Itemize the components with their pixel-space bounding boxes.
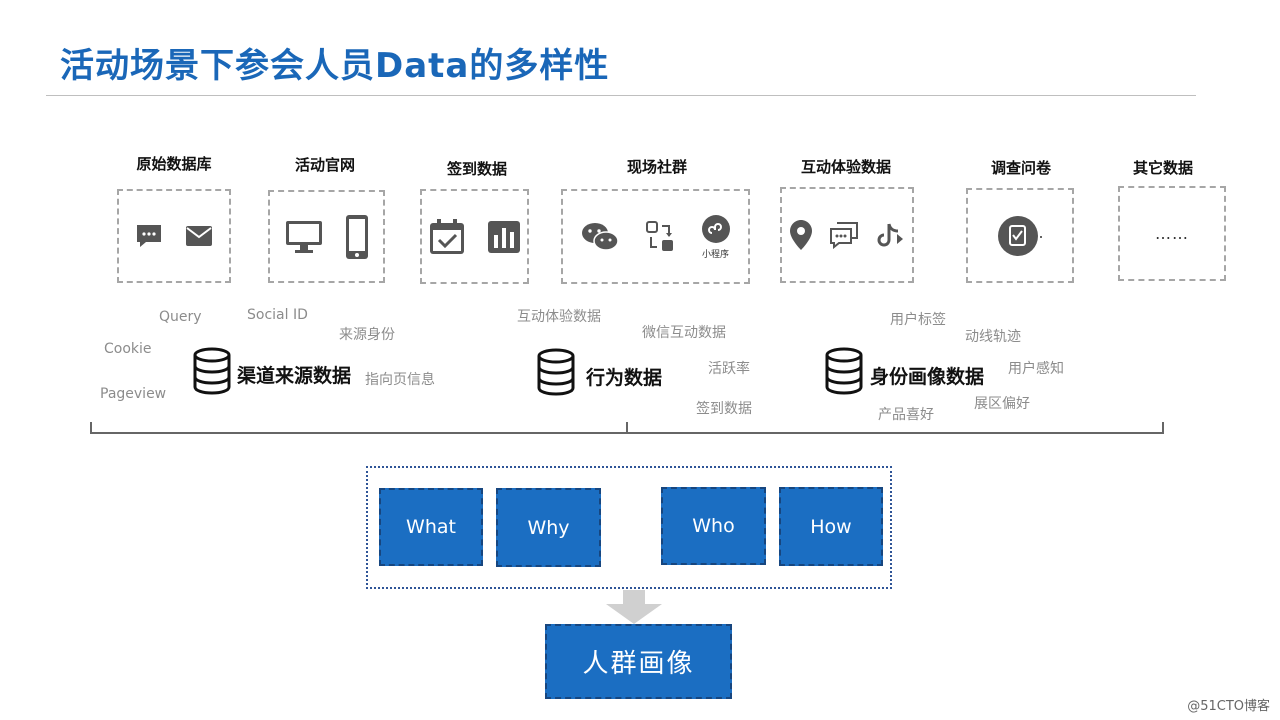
bracket-tick-middle [626,422,628,434]
keyword-user-tag: 用户标签 [890,312,946,328]
source-box-other: …… [1118,186,1226,281]
category-behavior-label: 行为数据 [586,367,663,389]
source-label-survey: 调查问卷 [990,159,1052,177]
other-placeholder: …… [1155,224,1189,243]
source-label-checkin: 签到数据 [446,160,508,178]
database-icon [192,347,232,395]
source-box-website [268,190,385,283]
survey-icon [997,215,1043,257]
keyword-wechat-interaction: 微信互动数据 [642,325,726,341]
keyword-source-identity: 来源身份 [339,327,395,343]
source-label-database: 原始数据库 [136,155,212,173]
chat-bubble-icon [135,223,163,249]
source-label-other: 其它数据 [1132,159,1194,177]
source-box-database [117,189,231,283]
question-how: How [779,487,883,566]
category-channel-label: 渠道来源数据 [237,365,352,387]
source-label-community: 现场社群 [626,158,688,176]
source-label-website: 活动官网 [294,156,356,174]
phone-icon [345,214,369,260]
keyword-product-preference: 产品喜好 [878,407,934,423]
question-who: Who [661,487,766,565]
bar-chart-icon [487,220,521,254]
category-identity-label: 身份画像数据 [870,366,985,388]
source-box-interactive [780,187,914,283]
keyword-checkin-data: 签到数据 [696,401,752,417]
questions-frame [366,466,892,589]
mini-program-icon: 小程序 [701,214,731,260]
mini-program-text: 小程序 [701,249,729,260]
question-what: What [379,488,483,566]
question-why: Why [496,488,601,567]
keyword-landing-page: 指向页信息 [365,372,435,388]
keyword-interactive-data: 互动体验数据 [517,309,601,325]
database-icon [536,348,576,396]
watermark: @51CTO博客 [1187,699,1270,714]
source-label-interactive: 互动体验数据 [800,158,892,176]
bracket-tick-right [1162,422,1164,434]
page-title: 活动场景下参会人员Data的多样性 [60,46,610,86]
bracket-tick-left [90,422,92,434]
keyword-movement-track: 动线轨迹 [965,329,1021,345]
source-box-survey [966,188,1074,283]
keyword-pageview: Pageview [100,386,167,402]
title-divider [46,95,1196,96]
monitor-icon [285,220,323,254]
keyword-cookie: Cookie [104,341,152,357]
mail-icon [185,225,213,247]
keyword-query: Query [159,309,202,325]
calendar-check-icon [429,218,465,255]
keyword-exhibit-preference: 展区偏好 [974,396,1030,412]
location-pin-icon [789,219,813,251]
source-box-community: 小程序 [561,189,750,284]
tiktok-icon [875,220,905,250]
swap-icon [645,220,675,254]
source-box-checkin [420,189,529,284]
keyword-social-id: Social ID [247,307,308,323]
keyword-activity-rate: 活跃率 [708,361,750,377]
wechat-icon [581,221,619,253]
down-arrow-icon [604,590,664,624]
database-icon [824,347,864,395]
message-icon [829,221,859,249]
keyword-user-perception: 用户感知 [1008,361,1064,377]
result-crowd-portrait: 人群画像 [545,624,732,699]
